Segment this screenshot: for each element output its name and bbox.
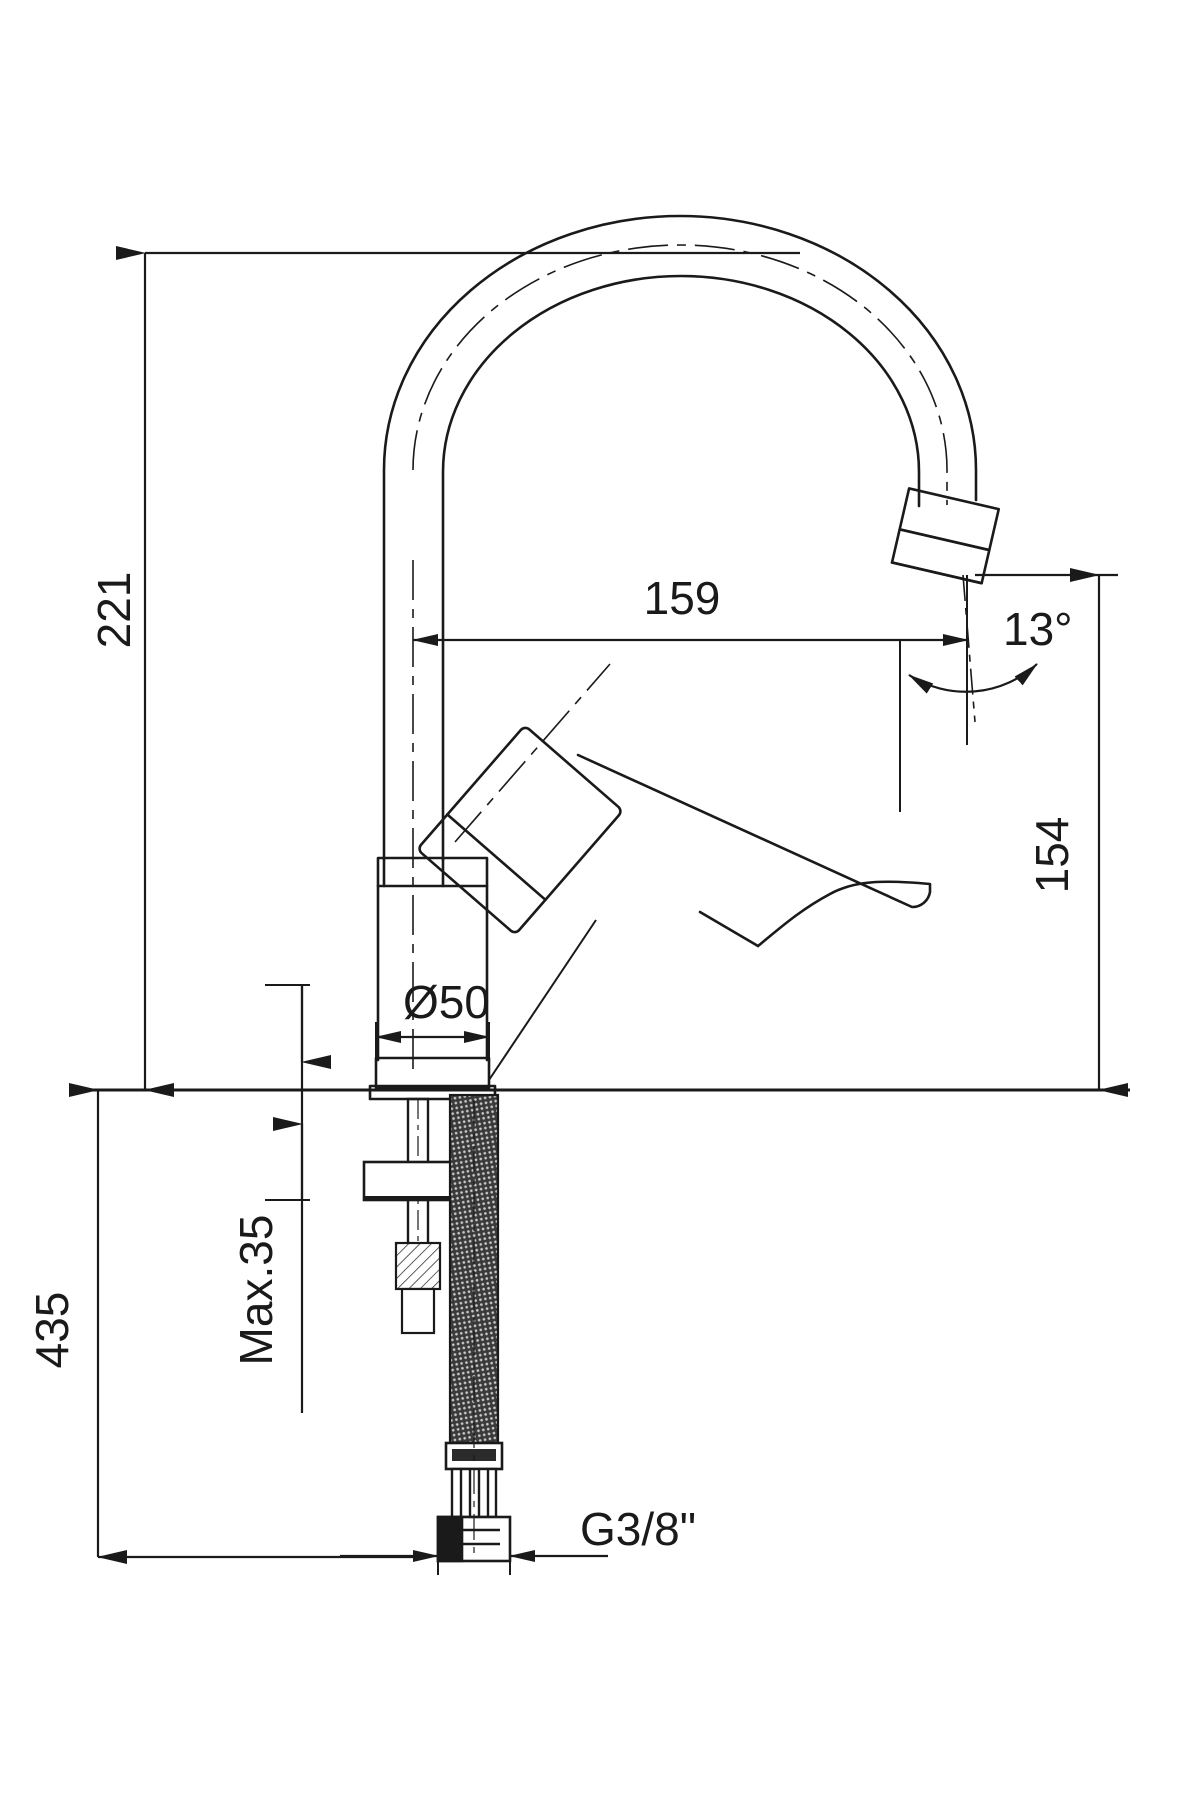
dim-max35-label: Max.35 (230, 1215, 282, 1366)
dimension-154: 154 (975, 568, 1128, 1097)
centre-lines (412, 244, 976, 1075)
dim-435-label: 435 (26, 1292, 78, 1369)
spout-arc-centreline (412, 244, 948, 505)
dim-159-label: 159 (644, 572, 721, 624)
dimension-159: 159 (412, 572, 969, 812)
spout-outer-wall (382, 214, 978, 862)
dimension-221: 221 (88, 246, 800, 1097)
handle-axis-centreline (454, 663, 611, 843)
dimension-d50: Ø50 (375, 976, 490, 1090)
dimension-max35: Max.35 (230, 984, 331, 1413)
handle-lever-underside (698, 910, 760, 948)
dim-13deg-arc (908, 663, 1038, 694)
aerator-outlet (890, 487, 1001, 585)
base-leader-line (488, 919, 597, 1081)
handle-hub (418, 726, 622, 934)
base-escutcheon (374, 1056, 491, 1090)
outlet-axis-centreline (962, 574, 976, 723)
spout-inner-wall (441, 274, 921, 862)
dim-d50-label: Ø50 (403, 976, 490, 1028)
dim-221-label: 221 (88, 572, 140, 649)
base-escutcheon-flange (368, 1084, 497, 1101)
body-collar (376, 856, 489, 888)
below-deck-assembly (362, 1093, 512, 1563)
dimension-13deg: 13° (908, 575, 1073, 745)
handle-lever (576, 753, 932, 948)
stud-nut (394, 1241, 442, 1335)
dimension-435: 435 (26, 1083, 420, 1564)
dimension-g38: G3/8" (340, 1503, 696, 1575)
dim-g38-label: G3/8" (580, 1503, 696, 1555)
dim-154-label: 154 (1026, 817, 1078, 894)
dim-13deg-label: 13° (1003, 603, 1073, 655)
